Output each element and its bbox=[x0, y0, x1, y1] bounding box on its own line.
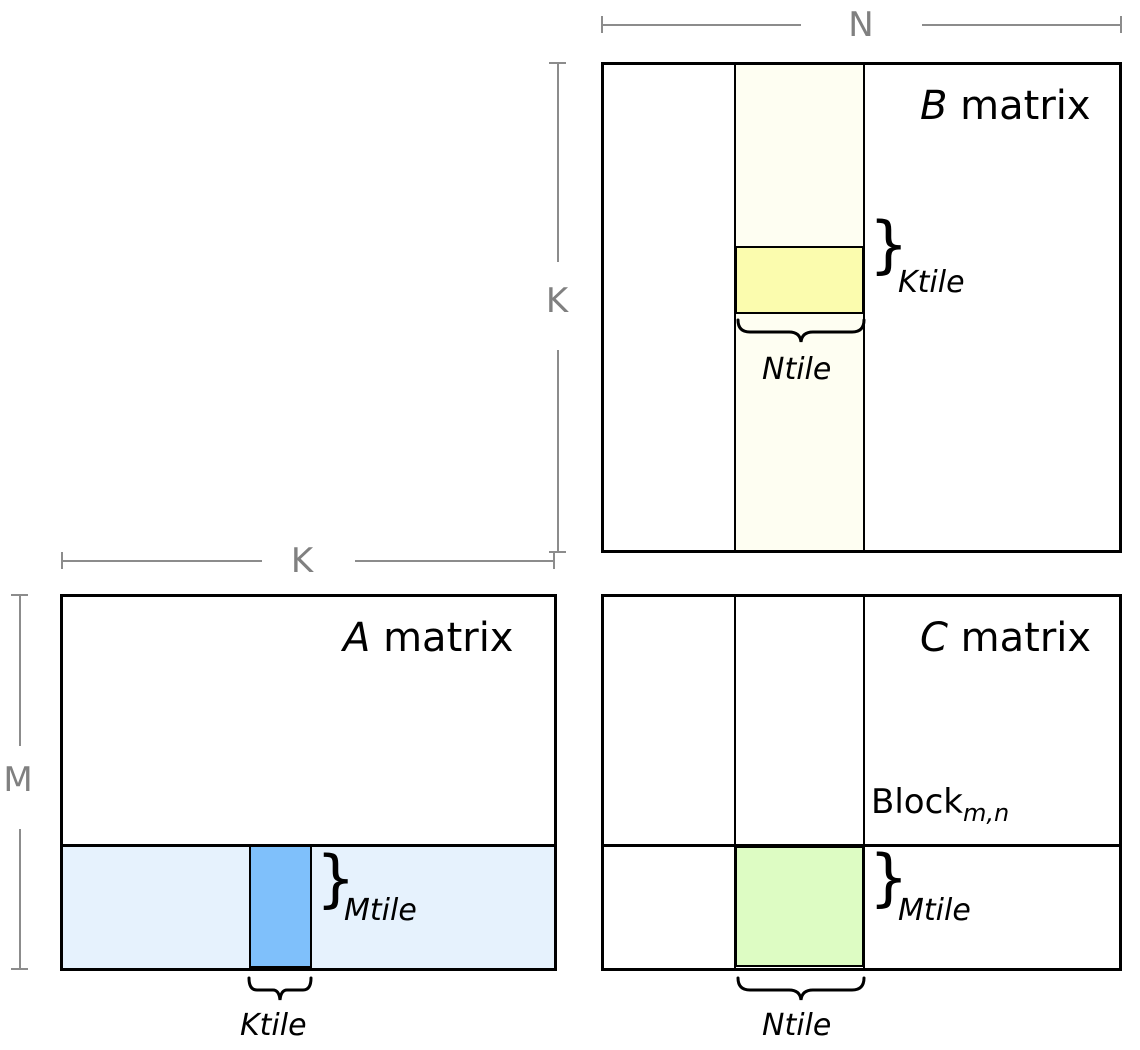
dimension-n-cap-right bbox=[1120, 16, 1122, 33]
c-matrix-title-word: matrix bbox=[947, 615, 1092, 661]
dimension-k-vertical-label: K bbox=[545, 281, 569, 321]
b-matrix: B matrix bbox=[601, 62, 1122, 553]
a-matrix-mtile-brace-icon: } bbox=[316, 842, 356, 915]
dimension-m-label: M bbox=[3, 760, 33, 800]
dimension-n-label: N bbox=[848, 5, 874, 45]
dimension-k-vertical-cap-bottom bbox=[549, 551, 566, 553]
c-matrix-mtile-label: Mtile bbox=[898, 893, 971, 928]
a-matrix-title-word: matrix bbox=[370, 615, 514, 661]
dimension-k-vertical-line-top bbox=[557, 62, 559, 262]
b-matrix-ktile-brace-icon: } bbox=[869, 208, 909, 281]
c-matrix-block-label-main: Block bbox=[871, 782, 963, 822]
c-matrix-block-label: Blockm,n bbox=[871, 782, 1009, 827]
dimension-k-horizontal-label: K bbox=[290, 541, 314, 581]
dimension-k-horizontal-line-right bbox=[355, 560, 555, 562]
dimension-k-horizontal-line-left bbox=[61, 560, 262, 562]
a-matrix-mtile-ktile-tile bbox=[249, 845, 312, 968]
dimension-m-line-bottom bbox=[19, 829, 21, 970]
dimension-n-line-right bbox=[922, 24, 1122, 26]
a-matrix-mtile-label: Mtile bbox=[344, 893, 417, 928]
b-matrix-title: B matrix bbox=[920, 83, 1091, 129]
a-matrix-ktile-brace-icon bbox=[247, 976, 313, 1001]
c-matrix-mtile-brace-icon: } bbox=[869, 841, 909, 914]
c-matrix-ntile-brace-icon bbox=[736, 976, 866, 1001]
c-matrix-divider-right bbox=[863, 597, 865, 968]
a-matrix-title-symbol: A bbox=[343, 615, 371, 661]
c-matrix-block-label-sub: m,n bbox=[962, 798, 1010, 827]
b-matrix-ktile-ntile-tile bbox=[735, 246, 864, 314]
b-matrix-ntile-label: Ntile bbox=[762, 352, 832, 387]
b-matrix-ktile-label: Ktile bbox=[898, 265, 965, 300]
c-matrix: C matrix Blockm,n bbox=[601, 594, 1122, 971]
c-matrix-title-symbol: C bbox=[920, 615, 948, 661]
b-matrix-divider-right bbox=[863, 65, 865, 550]
b-matrix-title-symbol: B bbox=[920, 83, 948, 129]
dimension-k-vertical-line-bottom bbox=[557, 350, 559, 553]
c-matrix-title: C matrix bbox=[920, 615, 1091, 661]
b-matrix-ntile-brace-icon bbox=[736, 318, 866, 343]
dimension-k-horizontal-cap-right bbox=[553, 552, 555, 569]
dimension-m-cap-bottom bbox=[11, 968, 28, 970]
c-matrix-ntile-label: Ntile bbox=[762, 1008, 832, 1043]
c-matrix-divider-top bbox=[604, 844, 1119, 847]
dimension-m-line-top bbox=[19, 594, 21, 746]
a-matrix-title: A matrix bbox=[343, 615, 513, 661]
a-matrix: A matrix bbox=[60, 594, 557, 971]
a-matrix-ktile-label: Ktile bbox=[240, 1008, 307, 1043]
c-matrix-divider-left bbox=[734, 597, 736, 968]
c-matrix-mtile-ntile-tile bbox=[735, 846, 864, 967]
dimension-n-line-left bbox=[601, 24, 801, 26]
b-matrix-title-word: matrix bbox=[947, 83, 1091, 129]
